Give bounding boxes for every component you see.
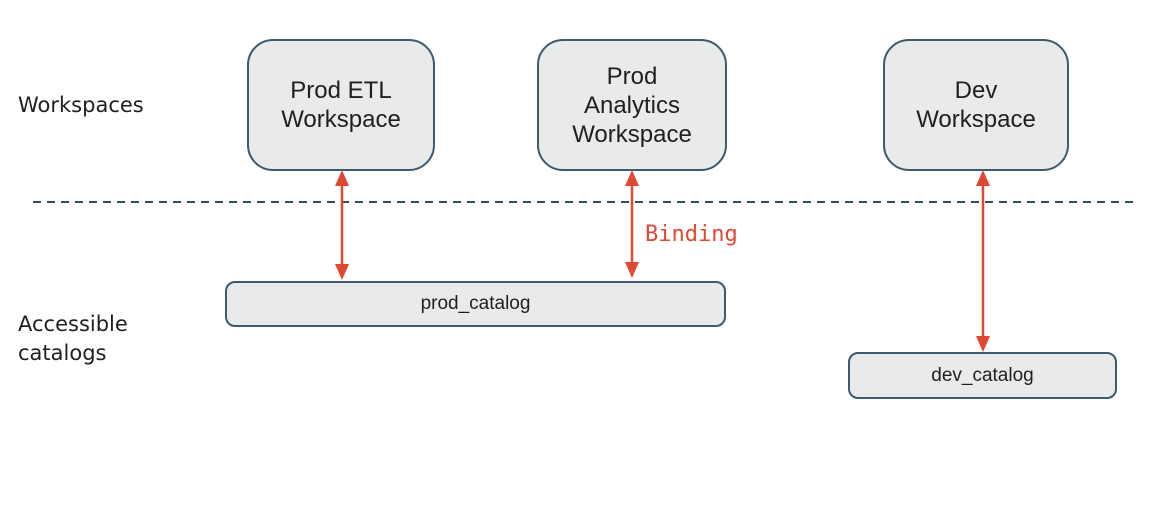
workspace-box-dev-label: Dev Workspace: [916, 77, 1036, 133]
workspace-box-dev: Dev Workspace: [883, 39, 1069, 171]
catalog-box-prod-catalog-label: prod_catalog: [420, 293, 531, 314]
catalog-box-dev-catalog: dev_catalog: [848, 352, 1117, 399]
catalog-box-prod-catalog: prod_catalog: [225, 281, 726, 327]
binding-arrow-prod-etl-to-prod-catalog: [335, 170, 349, 280]
workspace-box-prod-etl-label: Prod ETL Workspace: [281, 77, 401, 133]
workspace-catalog-divider-dashed-line: [33, 201, 1135, 203]
binding-arrow-prod-analytics-to-prod-catalog: [625, 170, 639, 278]
workspace-box-prod-analytics-label: Prod Analytics Workspace: [572, 62, 692, 148]
catalog-box-dev-catalog-label: dev_catalog: [931, 364, 1034, 386]
workspaces-row-label: Workspaces: [18, 93, 144, 117]
binding-arrow-dev-to-dev-catalog: [976, 170, 990, 352]
workspace-box-prod-analytics: Prod Analytics Workspace: [537, 39, 727, 171]
binding-label: Binding: [645, 222, 738, 247]
accessible-catalogs-row-label: Accessible catalogs: [18, 312, 128, 365]
workspace-box-prod-etl: Prod ETL Workspace: [247, 39, 435, 171]
